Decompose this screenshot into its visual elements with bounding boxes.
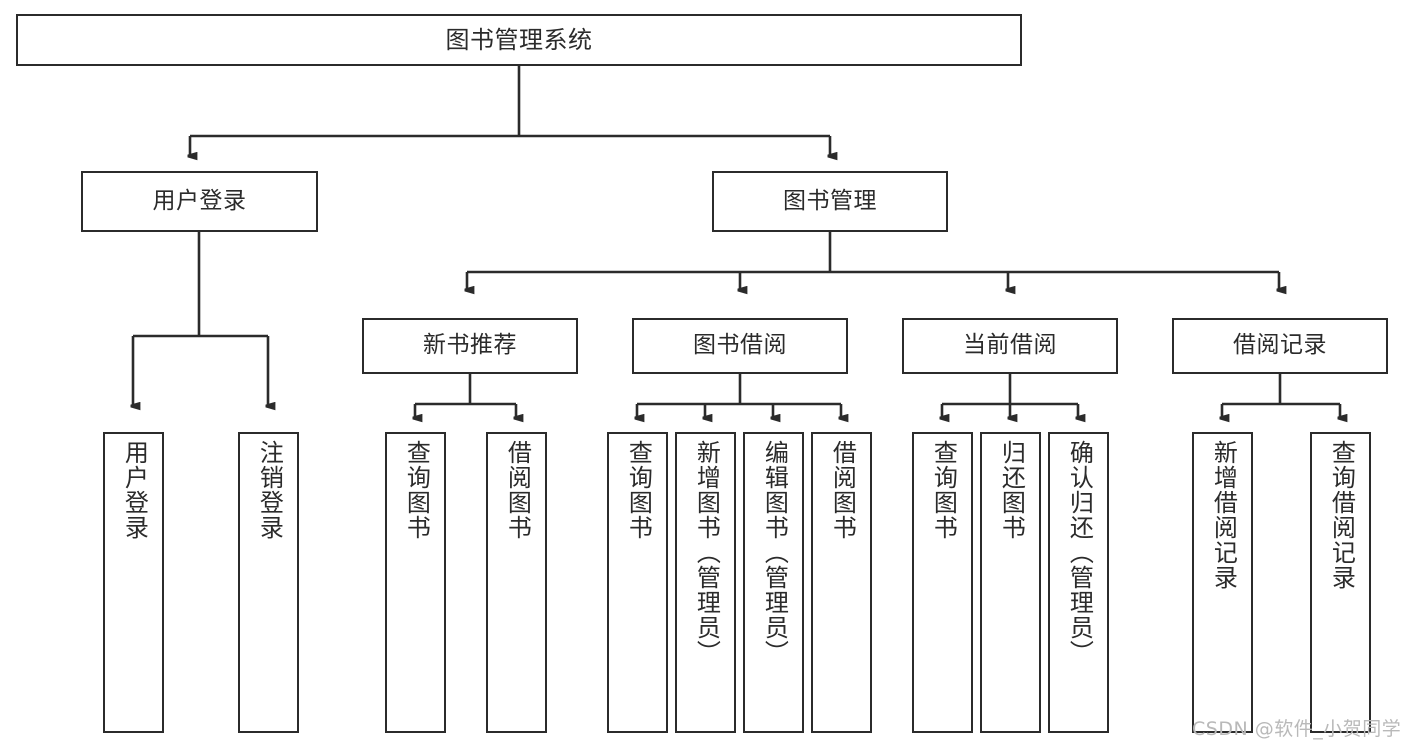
node-label: 借阅图书 bbox=[503, 440, 532, 540]
node-label: 归还图书 bbox=[997, 440, 1026, 540]
node-new-book-recommend[interactable]: 新书推荐 bbox=[362, 318, 578, 374]
leaf-confirm-return[interactable]: 确认归还（管理员） bbox=[1048, 432, 1109, 733]
node-label: 借阅图书 bbox=[828, 440, 857, 540]
node-label: 编辑图书（管理员） bbox=[760, 440, 789, 665]
node-label: 新书推荐 bbox=[423, 332, 517, 359]
node-root-book-management-system[interactable]: 图书管理系统 bbox=[16, 14, 1022, 66]
leaf-query-book-3[interactable]: 查询图书 bbox=[912, 432, 973, 733]
node-label: 图书管理 bbox=[783, 187, 877, 214]
node-borrow-record[interactable]: 借阅记录 bbox=[1172, 318, 1388, 374]
node-label: 确认归还（管理员） bbox=[1065, 440, 1094, 665]
leaf-user-login[interactable]: 用户登录 bbox=[103, 432, 164, 733]
leaf-borrow-book-1[interactable]: 借阅图书 bbox=[486, 432, 547, 733]
leaf-borrow-book-2[interactable]: 借阅图书 bbox=[811, 432, 872, 733]
node-label: 图书借阅 bbox=[693, 332, 787, 359]
node-user-login[interactable]: 用户登录 bbox=[81, 171, 318, 232]
csdn-watermark: CSDN @软件_小贺同学 bbox=[1192, 718, 1402, 740]
leaf-edit-book[interactable]: 编辑图书（管理员） bbox=[743, 432, 804, 733]
node-label: 查询图书 bbox=[624, 440, 653, 540]
leaf-user-logout[interactable]: 注销登录 bbox=[238, 432, 299, 733]
node-label: 新增图书（管理员） bbox=[692, 440, 721, 665]
node-label: 查询借阅记录 bbox=[1327, 440, 1356, 590]
node-book-borrow[interactable]: 图书借阅 bbox=[632, 318, 848, 374]
node-label: 用户登录 bbox=[120, 440, 149, 540]
node-label: 用户登录 bbox=[152, 187, 247, 214]
leaf-return-book[interactable]: 归还图书 bbox=[980, 432, 1041, 733]
node-label: 当前借阅 bbox=[963, 332, 1057, 359]
node-label: 查询图书 bbox=[402, 440, 431, 540]
node-label: 注销登录 bbox=[255, 440, 284, 540]
leaf-add-book[interactable]: 新增图书（管理员） bbox=[675, 432, 736, 733]
node-label: 图书管理系统 bbox=[445, 25, 593, 54]
node-label: 借阅记录 bbox=[1233, 332, 1327, 359]
node-label: 查询图书 bbox=[929, 440, 958, 540]
leaf-query-record[interactable]: 查询借阅记录 bbox=[1310, 432, 1371, 733]
node-book-management[interactable]: 图书管理 bbox=[712, 171, 948, 232]
leaf-add-record[interactable]: 新增借阅记录 bbox=[1192, 432, 1253, 733]
node-current-borrow[interactable]: 当前借阅 bbox=[902, 318, 1118, 374]
leaf-query-book-2[interactable]: 查询图书 bbox=[607, 432, 668, 733]
leaf-query-book-1[interactable]: 查询图书 bbox=[385, 432, 446, 733]
node-label: 新增借阅记录 bbox=[1209, 440, 1238, 590]
